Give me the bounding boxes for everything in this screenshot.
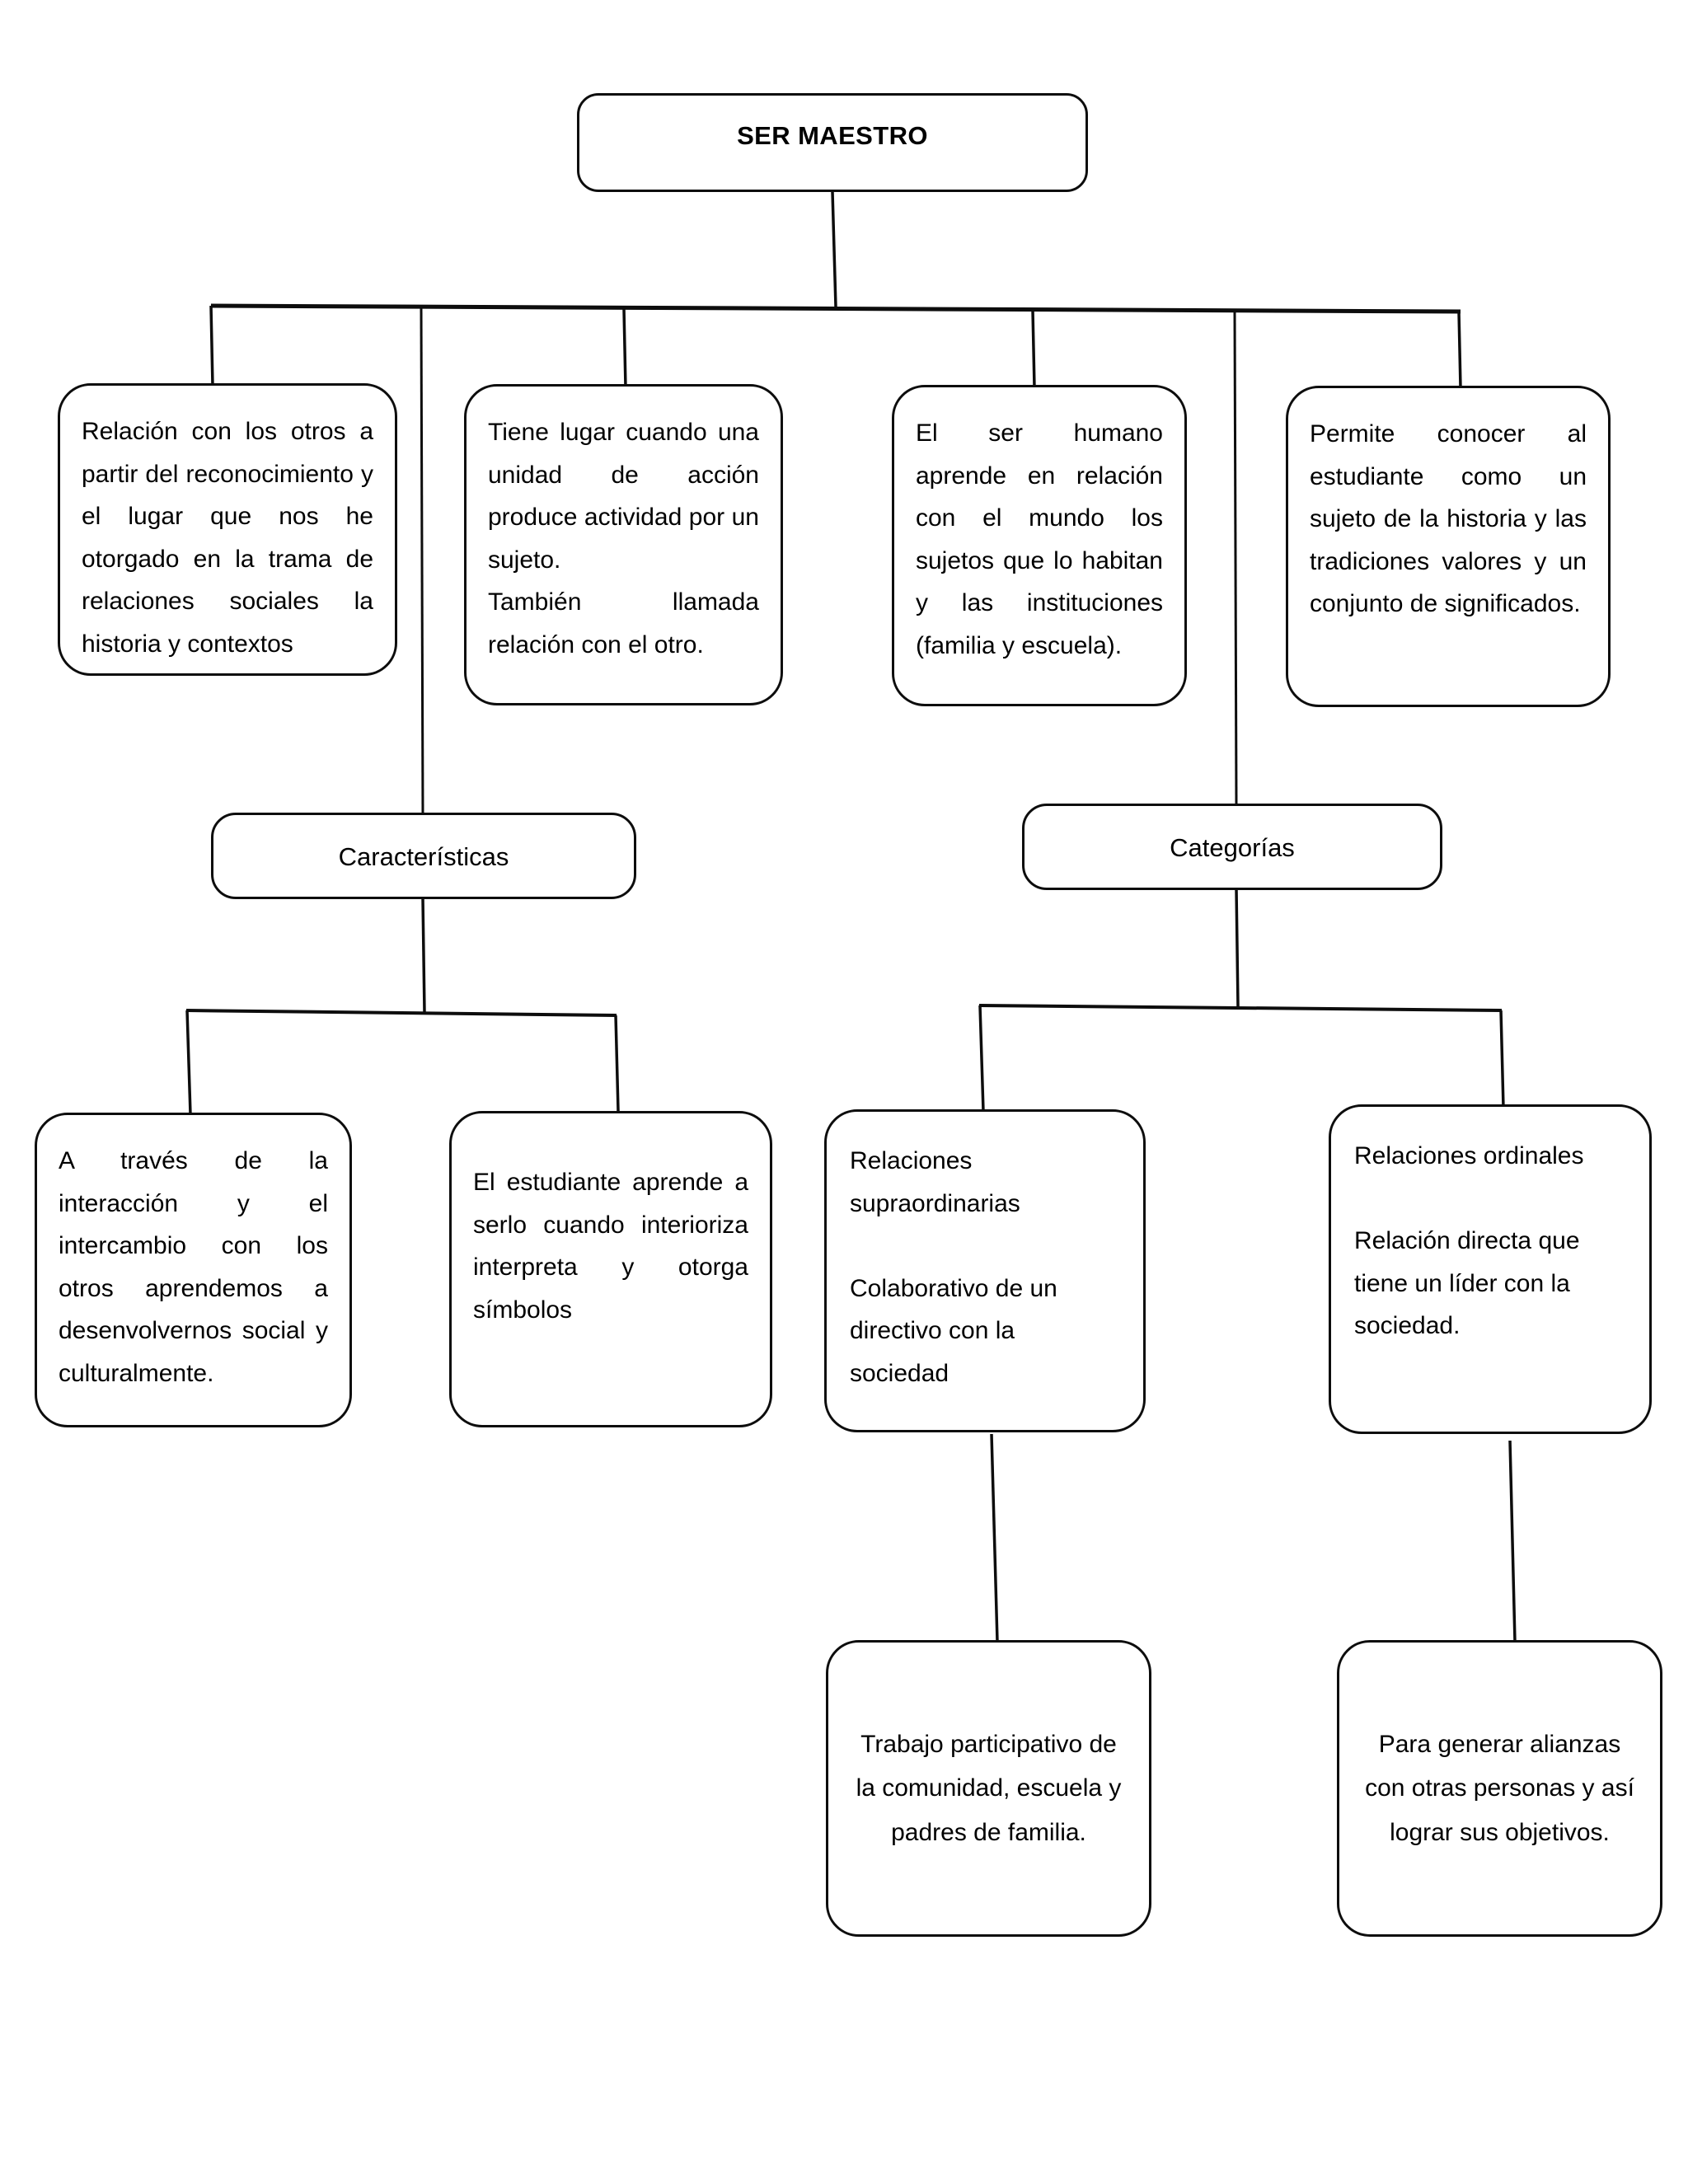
node-conocer-estudiante[interactable]: Permite conocer al estudiante como un su… — [1286, 386, 1611, 707]
edge-supraordinarias-to-trabajo — [990, 1433, 999, 1643]
node-ser-humano[interactable]: El ser humano aprende en relación con el… — [892, 385, 1187, 706]
node-ordinales[interactable]: Relaciones ordinales Relación directa qu… — [1329, 1104, 1652, 1434]
edge-drop-3 — [1031, 310, 1036, 388]
node-root[interactable]: SER MAESTRO — [577, 93, 1088, 192]
edge-drop-1 — [209, 305, 214, 387]
edge-caracteristicas-stem — [421, 898, 426, 1013]
edge-categorias-bar — [978, 1004, 1503, 1012]
node-relacion-otros[interactable]: Relación con los otros a partir del reco… — [58, 383, 397, 676]
node-ordinales-text: Relaciones ordinales Relación directa qu… — [1354, 1142, 1584, 1340]
edge-ordinales-to-alianzas — [1508, 1440, 1517, 1643]
edge-level1-bar — [210, 303, 1461, 314]
edge-caracteristicas-bar — [185, 1009, 617, 1017]
node-supraordinarias[interactable]: Relaciones supraordinarias Colaborativo … — [824, 1109, 1146, 1432]
node-interaccion-text: A través de la interacción y el intercam… — [59, 1147, 335, 1387]
edge-drop-ordinales — [1499, 1010, 1505, 1108]
node-unidad-accion-text: Tiene lugar cuando una unidad de acción … — [488, 419, 759, 658]
node-alianzas[interactable]: Para generar alianzas con otras personas… — [1337, 1640, 1662, 1937]
node-categorias[interactable]: Categorías — [1022, 804, 1442, 890]
node-estudiante-simbolos-text: El estudiante aprende a serlo cuando int… — [473, 1169, 756, 1324]
node-interaccion[interactable]: A través de la interacción y el intercam… — [35, 1113, 352, 1427]
node-supraordinarias-text: Relaciones supraordinarias Colaborativo … — [850, 1147, 1057, 1387]
edge-drop-4 — [1457, 311, 1462, 388]
node-caracteristicas[interactable]: Características — [211, 813, 636, 899]
edge-drop-2 — [622, 308, 627, 388]
edge-drop-estudiante — [614, 1015, 620, 1112]
node-categorias-label: Categorías — [1170, 833, 1295, 862]
edge-root-stem — [831, 191, 837, 307]
edge-drop-caracteristicas-top — [420, 307, 424, 817]
node-trabajo-participativo[interactable]: Trabajo participativo de la comunidad, e… — [826, 1640, 1151, 1937]
edge-categorias-stem — [1235, 888, 1240, 1008]
node-root-label: SER MAESTRO — [737, 121, 928, 150]
edge-drop-supraordinarias — [978, 1005, 985, 1112]
node-relacion-otros-text: Relación con los otros a partir del reco… — [82, 418, 381, 658]
edge-drop-categorias-top — [1233, 311, 1238, 807]
node-estudiante-simbolos[interactable]: El estudiante aprende a serlo cuando int… — [449, 1111, 772, 1427]
node-conocer-estudiante-text: Permite conocer al estudiante como un su… — [1310, 420, 1594, 618]
node-unidad-accion[interactable]: Tiene lugar cuando una unidad de acción … — [464, 384, 783, 705]
node-ser-humano-text: El ser humano aprende en relación con el… — [916, 419, 1170, 659]
node-trabajo-participativo-text: Trabajo participativo de la comunidad, e… — [856, 1730, 1128, 1846]
node-alianzas-text: Para generar alianzas con otras personas… — [1365, 1730, 1642, 1846]
edge-drop-interaccion — [185, 1010, 192, 1115]
node-caracteristicas-label: Características — [338, 842, 509, 871]
